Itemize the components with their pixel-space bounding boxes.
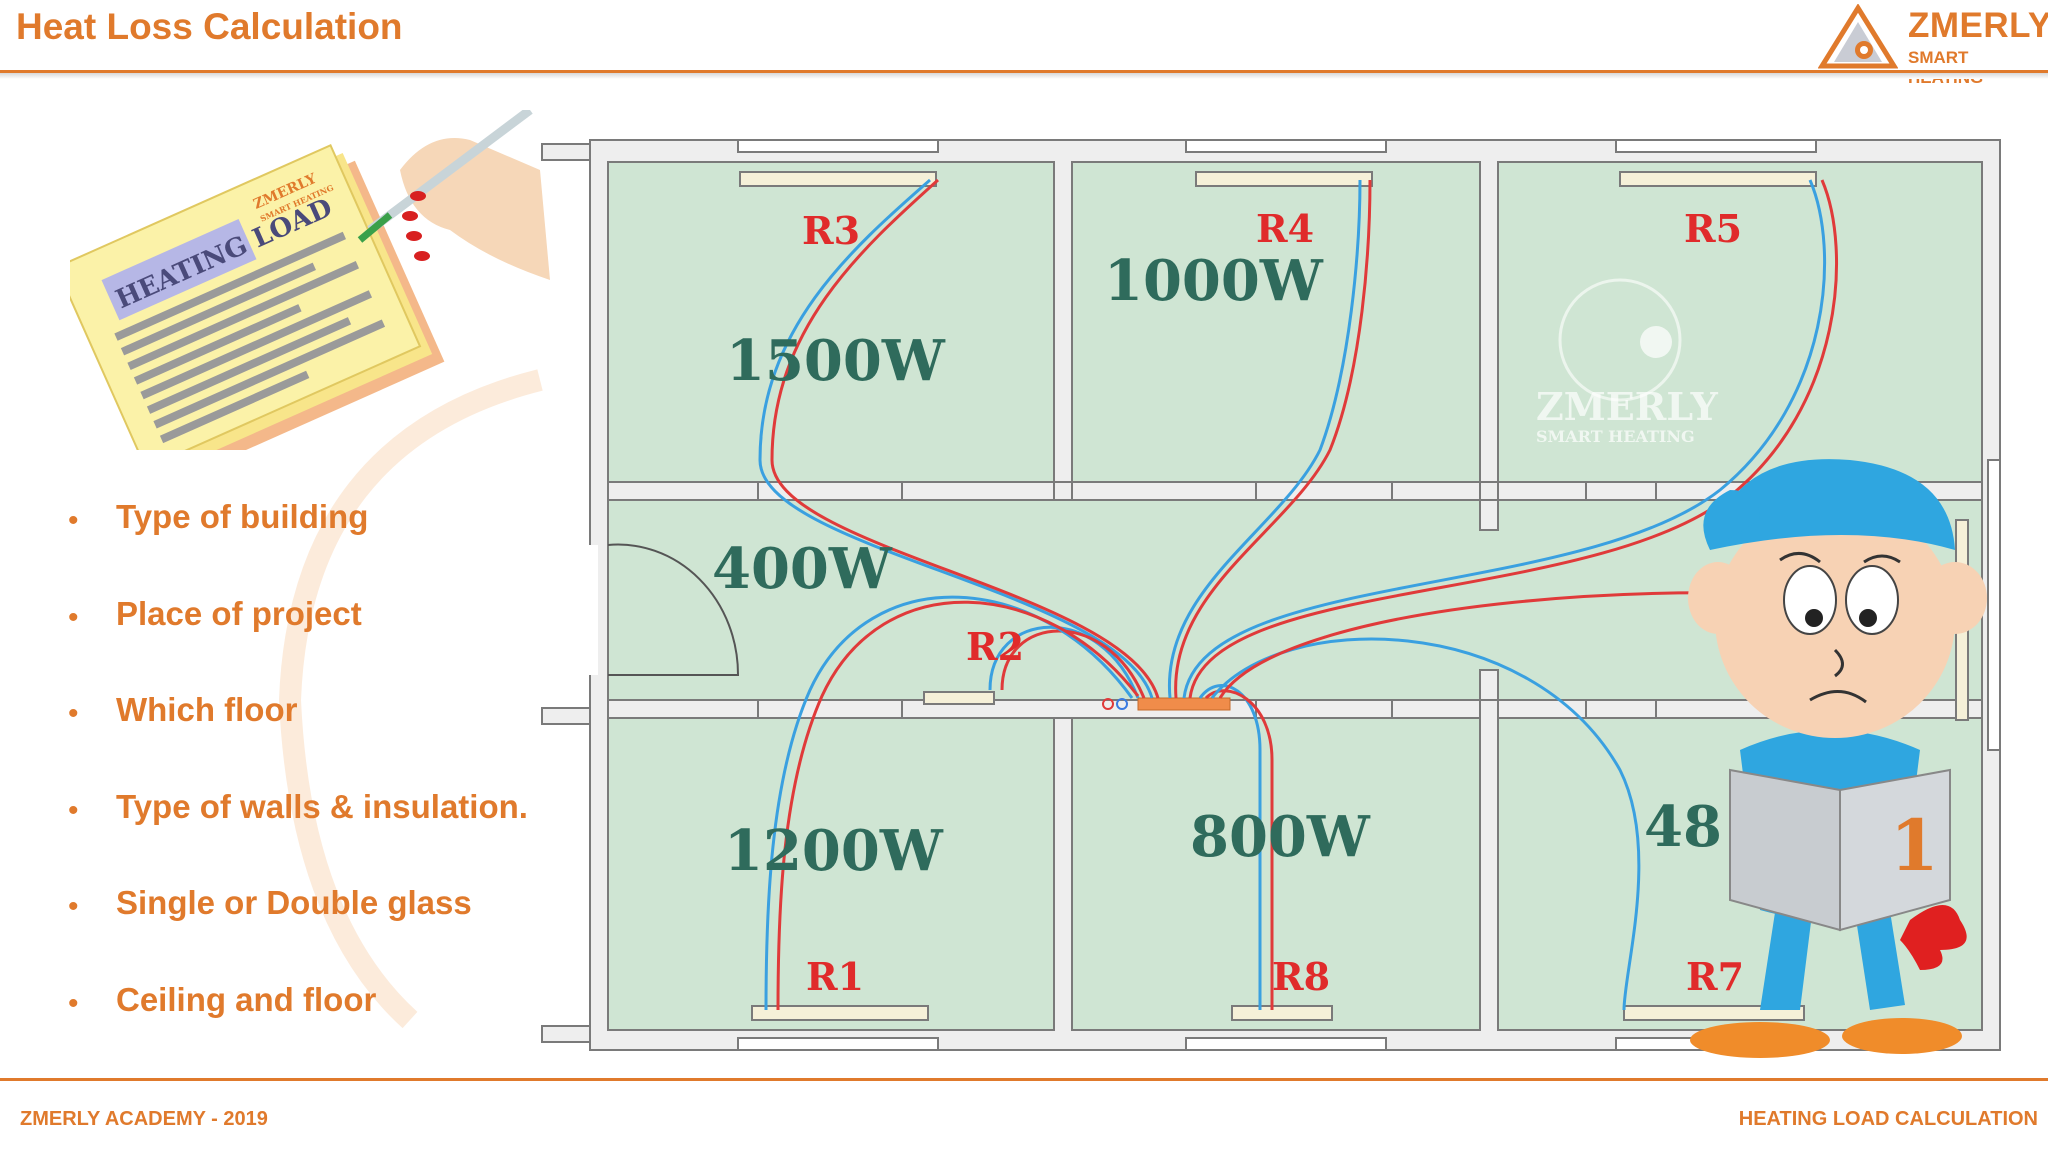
header-divider	[0, 70, 2048, 73]
pipes	[758, 178, 1957, 1011]
radiator-label: R3	[802, 208, 860, 253]
power-label: 400W	[712, 536, 893, 602]
power-label: 800W	[1190, 804, 1371, 870]
power-label: 48	[1644, 794, 1722, 860]
radiator-label: R1	[806, 954, 864, 999]
radiator-label: R5	[1684, 206, 1742, 251]
room-r1	[607, 717, 1055, 1031]
radiator-label: R8	[1272, 954, 1330, 999]
radiator-r5	[1619, 171, 1817, 187]
criteria-text: Ceiling and floor	[116, 980, 377, 1018]
criteria-text: Single or Double glass	[116, 884, 472, 921]
logo-tagline: SMART HEATING	[1908, 48, 1983, 87]
power-label: 1500W	[726, 328, 946, 394]
decorative-swoosh	[278, 369, 543, 1029]
radiators	[739, 171, 1969, 1021]
criteria-text: Type of walls & insulation.	[116, 787, 528, 825]
list-item: •Which floor	[68, 691, 298, 730]
manifold	[1137, 697, 1231, 711]
power-label: 1200W	[724, 818, 944, 884]
footer-left-text: ZMERLY ACADEMY - 2019	[20, 1108, 268, 1130]
criteria-text: Place of project	[116, 594, 362, 632]
room-r4	[1071, 161, 1481, 483]
criteria-list: •Type of building •Place of project •Whi…	[62, 498, 582, 1077]
radiator-label: R4	[1256, 206, 1314, 251]
radiator-r4	[1195, 171, 1373, 187]
radiator-r2	[923, 691, 995, 705]
cartoon-engineer-illustration: 1	[1688, 459, 1987, 1058]
brand-logo: ZMERLY SMART HEATING	[1818, 4, 2048, 87]
list-item: •Single or Double glass	[68, 884, 472, 923]
room-r8	[1071, 717, 1481, 1031]
list-item: •Type of building	[68, 498, 369, 537]
logo-name: ZMERLY	[1908, 6, 2048, 45]
power-label: 1000W	[1104, 248, 1324, 314]
room-r3	[607, 161, 1055, 483]
room-r5	[1497, 161, 1983, 483]
logo-mark-icon	[1818, 4, 1898, 69]
radiator-r1	[751, 1005, 929, 1021]
criteria-text: Type of building	[116, 498, 369, 535]
radiator-label: R2	[966, 624, 1024, 669]
svg-text:1: 1	[1890, 804, 1939, 887]
list-item: •Ceiling and floor	[68, 980, 377, 1020]
radiator-r7	[1623, 1005, 1805, 1021]
radiator-label: R7	[1686, 954, 1744, 999]
footer-right-text: HEATING LOAD CALCULATION	[1738, 1108, 2038, 1130]
list-item: •Type of walls & insulation.	[68, 787, 528, 827]
watermark-name: ZMERLY	[1536, 384, 1719, 429]
watermark-sub: SMART HEATING	[1536, 427, 1695, 446]
page-title: Heat Loss Calculation	[16, 6, 403, 47]
radiator-r3	[739, 171, 937, 187]
list-item: •Place of project	[68, 594, 362, 634]
footer-divider	[0, 1078, 2048, 1081]
radiator-r8	[1231, 1005, 1333, 1021]
floor-plan: ZMERLY SMART HEATING R3 R4 R5 R2 R1 R8 R…	[541, 139, 2001, 1051]
heating-load-document-illustration: HEATING LOAD ZMERLY SMART HEATING	[70, 110, 550, 450]
criteria-text: Which floor	[116, 691, 298, 728]
